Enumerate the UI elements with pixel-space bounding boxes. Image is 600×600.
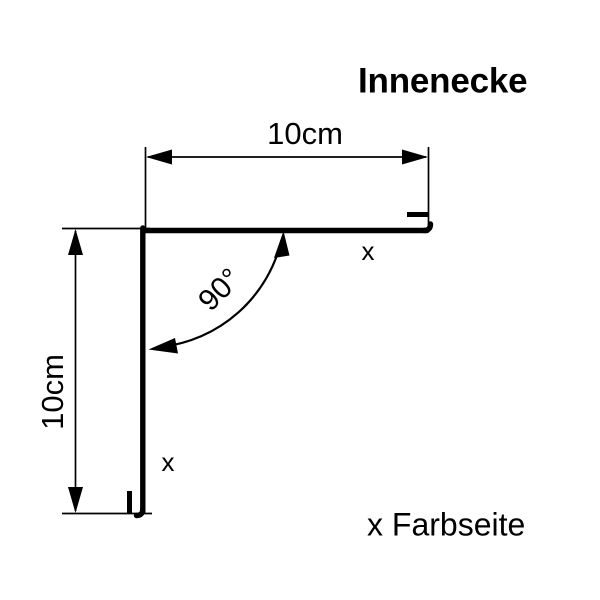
- horizontal-dimension-arrow-left: [146, 149, 172, 165]
- horizontal-dimension-label: 10cm: [267, 116, 343, 151]
- vertical-dimension-arrow-top: [68, 229, 83, 255]
- angle-arc-arrow-upper-right: [274, 231, 290, 258]
- profile-bottom-end-bend: [133, 506, 146, 519]
- vertical-dimension-arrow-bottom: [68, 487, 83, 513]
- vertical-dimension-label: 10cm: [35, 354, 70, 430]
- angle-arc: [160, 239, 283, 349]
- drawing-title: Innenecke: [358, 61, 527, 100]
- angle-arc-arrow-lower-left: [148, 338, 178, 354]
- legend-caption: x Farbseite: [367, 506, 525, 542]
- color-side-marker-horizontal: x: [362, 236, 375, 266]
- angle-label: 90°: [192, 262, 247, 317]
- horizontal-dimension-arrow-right: [402, 149, 428, 165]
- color-side-marker-vertical: x: [162, 447, 175, 477]
- profile-right-end-bend: [421, 221, 434, 234]
